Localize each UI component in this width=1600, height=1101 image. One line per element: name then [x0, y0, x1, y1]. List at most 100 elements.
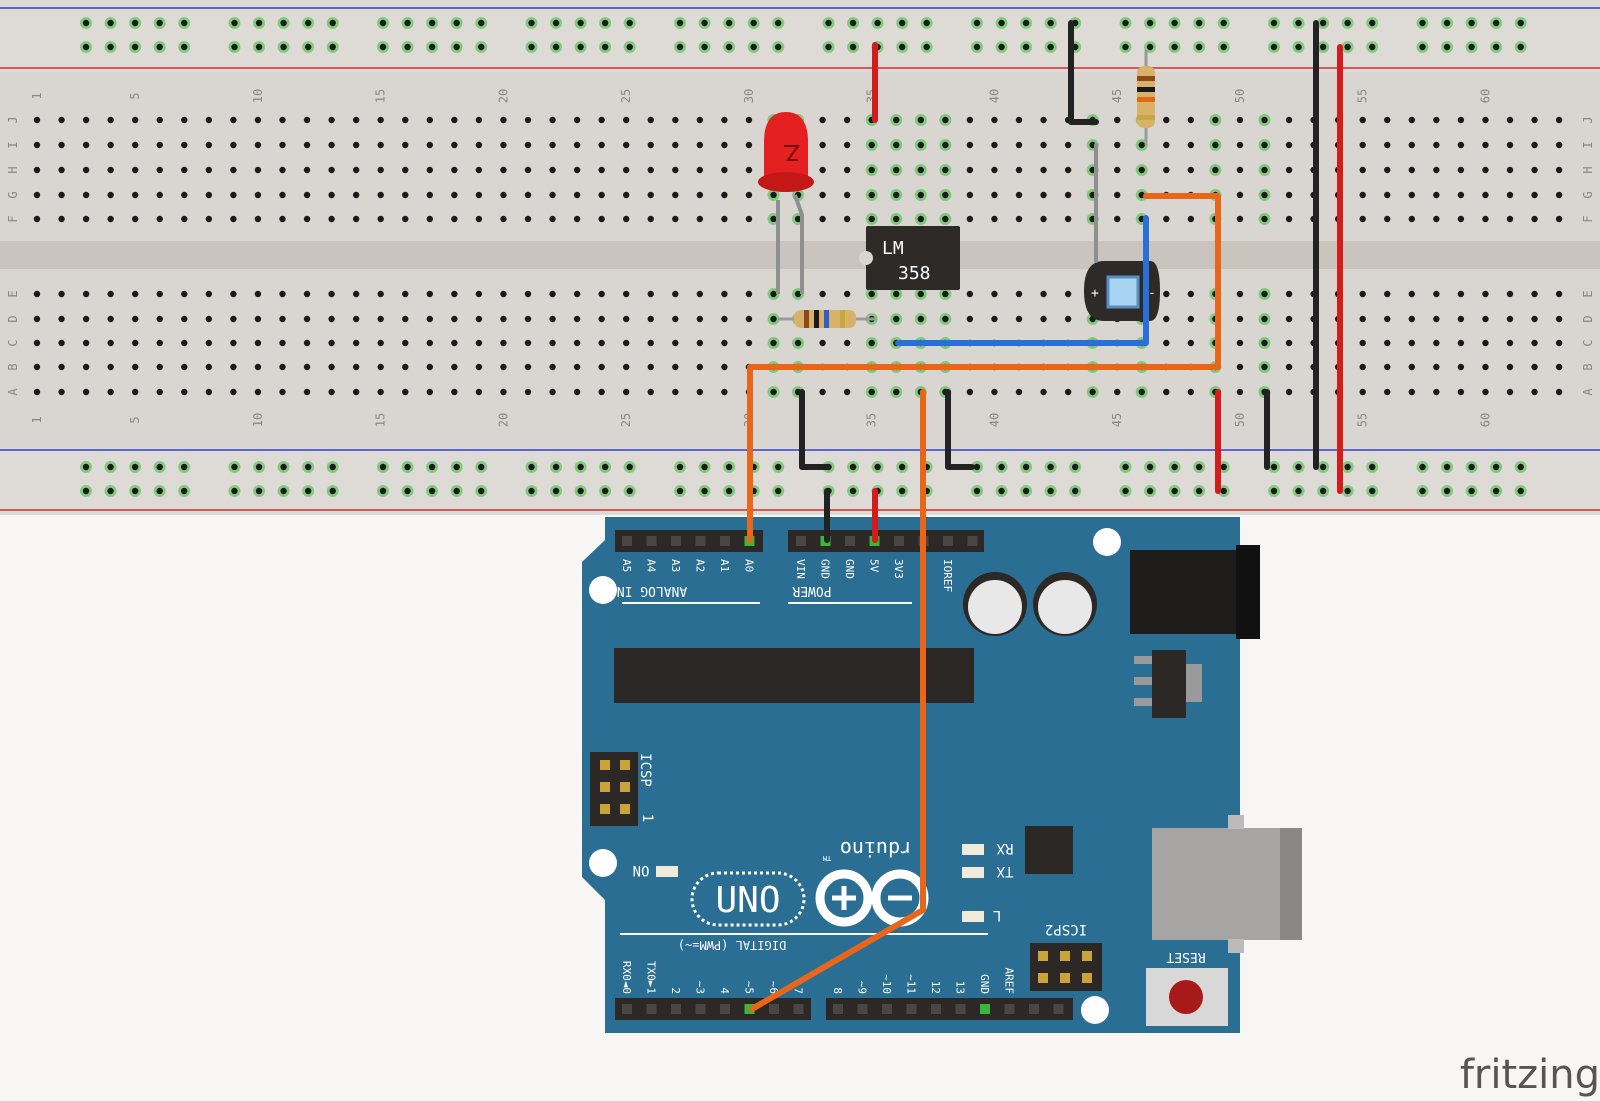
icsp-header: [590, 752, 638, 826]
breadboard-hole: [794, 215, 802, 223]
breadboard-hole: [942, 166, 949, 174]
column-label: 60: [1478, 413, 1492, 427]
column-label-group: 25: [619, 413, 633, 427]
breadboard-hole: [794, 339, 802, 347]
header-pin: [646, 1004, 657, 1014]
column-label-group: 55: [1356, 413, 1370, 427]
rail-hole: [1047, 19, 1054, 27]
rail-hole: [379, 43, 387, 51]
breadboard-hole: [230, 363, 237, 371]
breadboard-hole: [1163, 339, 1170, 347]
breadboard-hole: [132, 166, 139, 174]
pin-label: 12: [929, 981, 942, 994]
resistor-1-band: [1137, 97, 1155, 102]
column-label-group: 60: [1478, 413, 1492, 427]
breadboard-hole: [770, 215, 777, 223]
breadboard-hole: [1236, 290, 1244, 298]
pin-label-group: AREF: [1003, 968, 1016, 995]
pin-label: ~3: [694, 981, 707, 994]
breadboard-hole: [868, 191, 875, 199]
breadboard-hole: [1163, 315, 1170, 323]
rail-hole: [825, 43, 832, 51]
breadboard-hole: [1555, 388, 1563, 396]
breadboard-hole: [402, 315, 409, 323]
rail-hole: [676, 463, 684, 471]
breadboard-hole: [1163, 141, 1170, 149]
row-label-group: A: [1581, 388, 1595, 396]
column-label: 10: [251, 413, 265, 427]
breadboard-hole: [1261, 339, 1268, 347]
breadboard-labels: 1155101015152020252530303535404045455050…: [6, 89, 1595, 427]
column-label-group: 55: [1356, 89, 1370, 103]
breadboard-hole: [1285, 116, 1293, 124]
breadboard-hole: [205, 166, 213, 174]
breadboard-hole: [1408, 215, 1416, 223]
breadboard-hole: [770, 290, 777, 298]
l-led: [962, 911, 984, 922]
pin-label: ~9: [856, 981, 869, 994]
breadboard-hole: [1506, 339, 1514, 347]
pin-label: 7: [792, 987, 805, 994]
rail-hole: [329, 487, 336, 495]
rail-hole: [626, 463, 633, 471]
pin-label: RX0◄0: [620, 961, 633, 994]
rail-hole: [1468, 463, 1475, 471]
breadboard-hole: [1384, 315, 1391, 323]
header-pin: [796, 536, 806, 546]
ic-label-line1: LM: [882, 238, 904, 259]
column-label: 20: [496, 89, 510, 103]
row-label: A: [6, 388, 20, 396]
rail-hole: [973, 463, 981, 471]
breadboard-hole: [966, 141, 974, 149]
breadboard-hole: [181, 363, 188, 371]
rail-hole: [701, 463, 708, 471]
pin-label-group: 8: [831, 987, 844, 994]
breadboard-hole: [475, 315, 483, 323]
rail-hole: [1419, 19, 1426, 27]
rail-hole: [478, 463, 485, 471]
breadboard-hole: [1531, 141, 1538, 149]
rail-hole: [478, 43, 485, 51]
breadboard-hole: [1408, 116, 1416, 124]
breadboard-hole: [205, 215, 213, 223]
breadboard-hole: [451, 166, 458, 174]
breadboard-hole: [917, 315, 924, 323]
pin-label: A3: [669, 559, 682, 572]
sensor-minus-label: -: [1148, 286, 1156, 301]
rail-hole: [1022, 43, 1030, 51]
rail-hole: [404, 19, 411, 27]
header-pin: [695, 536, 706, 546]
breadboard-hole: [991, 116, 998, 124]
breadboard-hole: [1236, 141, 1244, 149]
breadboard-hole: [500, 215, 507, 223]
rail-hole: [998, 43, 1005, 51]
column-label: 20: [496, 413, 510, 427]
breadboard-hole: [549, 191, 556, 199]
column-label: 5: [128, 416, 142, 423]
breadboard-hole: [745, 166, 753, 174]
rail-hole: [528, 19, 535, 27]
breadboard-hole: [303, 191, 311, 199]
lm358-ic: [866, 226, 960, 290]
rail-hole: [181, 463, 188, 471]
rail-hole: [626, 487, 633, 495]
breadboard-hole: [82, 141, 90, 149]
icsp-label: ICSP: [637, 753, 653, 787]
ic-label-line2: 358: [898, 263, 931, 284]
rail-hole: [1369, 487, 1376, 495]
rail-hole: [1146, 487, 1154, 495]
digital-pwm-label: DIGITAL (PWM=~): [678, 938, 786, 952]
breadboard-hole: [1457, 339, 1465, 347]
breadboard-hole: [205, 116, 213, 124]
breadboard-hole: [475, 191, 483, 199]
breadboard-hole: [1015, 141, 1023, 149]
breadboard-hole: [868, 141, 875, 149]
breadboard-hole: [254, 290, 262, 298]
breadboard-hole: [1187, 290, 1195, 298]
breadboard-hole: [672, 290, 679, 298]
rail-hole: [379, 487, 387, 495]
row-label: E: [1581, 290, 1595, 297]
breadboard-hole: [696, 166, 704, 174]
header-pin: [793, 1004, 804, 1014]
wire-orange-a0: [747, 193, 1221, 543]
